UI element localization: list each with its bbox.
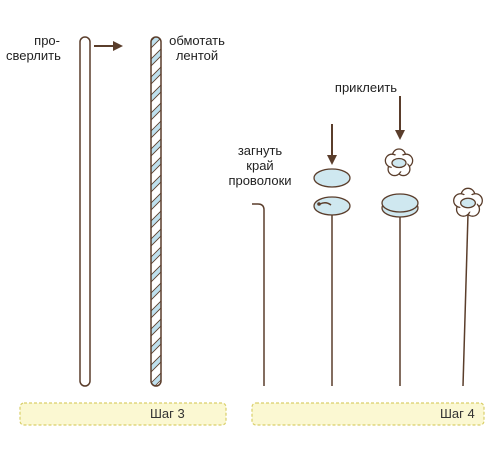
step3-label: Шаг 3: [150, 406, 185, 421]
bend-label-line1: загнуть: [237, 143, 283, 158]
drill-label-line1: про-: [34, 33, 60, 48]
tape-stripe: [151, 227, 161, 248]
glue-label: приклеить: [334, 80, 398, 95]
step4-label: Шаг 4: [440, 406, 475, 421]
step4-banner: [251, 402, 485, 426]
tape-stripe: [151, 317, 161, 338]
tape-stripe: [151, 299, 161, 320]
tape-stripe: [151, 137, 161, 158]
tape-stripe: [151, 245, 161, 266]
tape-stripe: [151, 173, 161, 194]
tape-stripe: [151, 155, 161, 176]
bend-label-line3: проволоки: [228, 173, 292, 188]
tape-stripe: [151, 353, 161, 374]
step3-banner: [19, 402, 227, 426]
bent-wire: [252, 203, 265, 386]
wire-4: [462, 213, 469, 387]
foam-disc-top: [313, 168, 351, 188]
flower-center: [391, 157, 407, 169]
wire-hook: [319, 201, 332, 206]
flower-icon: [453, 187, 483, 217]
drilled-straw: [79, 36, 91, 387]
bend-label: загнуть край проволоки: [222, 143, 298, 188]
drill-label: про- сверлить: [6, 33, 61, 63]
tape-stripe: [151, 281, 161, 302]
flower-center: [459, 197, 476, 209]
wrap-label: обмотать лентой: [160, 33, 234, 63]
wrap-label-line1: обмотать: [169, 33, 225, 48]
foam-disc-on-wire: [313, 196, 351, 216]
tape-stripe: [151, 191, 161, 212]
tape-stripe: [151, 119, 161, 140]
wrap-label-line2: лентой: [175, 48, 219, 63]
tape-stripe: [151, 101, 161, 122]
tape-stripe: [151, 47, 161, 68]
tape-stripe: [151, 37, 161, 50]
tape-stripe: [151, 263, 161, 284]
tape-stripe: [151, 371, 161, 386]
flower-icon: [384, 148, 414, 177]
tape-stripe: [151, 65, 161, 86]
tape-stripe: [151, 83, 161, 104]
foam-disc-stack-top: [381, 193, 419, 213]
bend-label-line2: край: [246, 158, 274, 173]
tape-wrapped-straw: [150, 36, 162, 387]
tape-stripe: [151, 209, 161, 230]
tape-stripe: [151, 335, 161, 356]
drill-label-line2: сверлить: [6, 48, 61, 63]
